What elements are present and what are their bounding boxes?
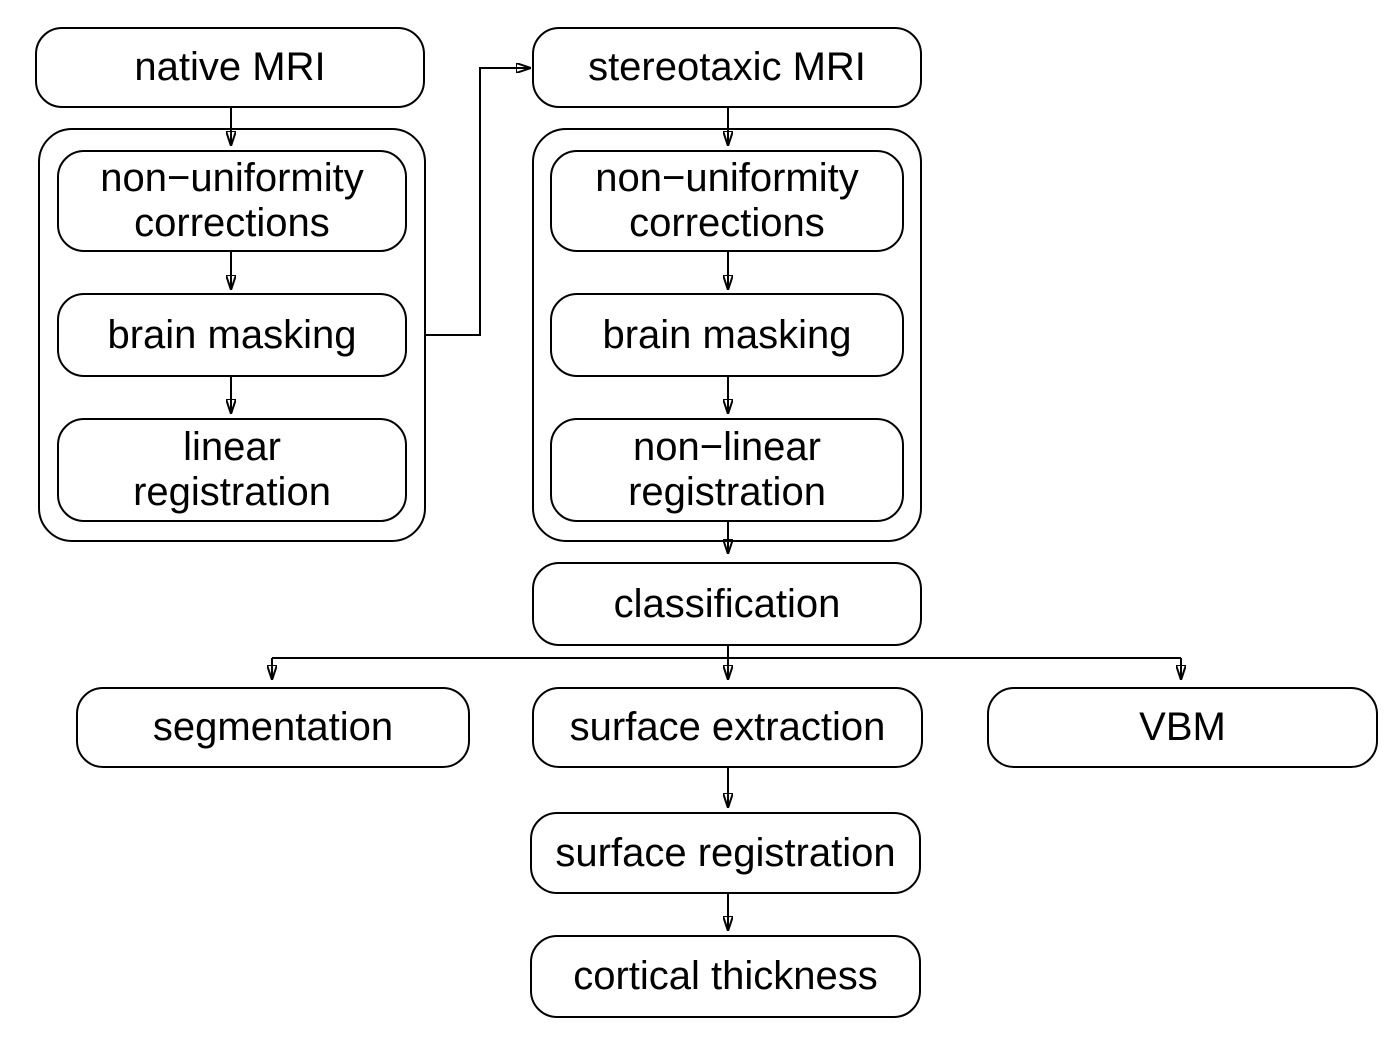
- node-brain-masking-native: brain masking: [57, 293, 407, 377]
- node-label: non−linear registration: [628, 425, 826, 514]
- node-cortical-thickness: cortical thickness: [530, 935, 921, 1018]
- node-vbm: VBM: [987, 687, 1378, 768]
- node-label: cortical thickness: [573, 954, 878, 999]
- node-label: classification: [613, 581, 841, 626]
- node-label: non−uniformity corrections: [595, 156, 859, 245]
- node-label: surface registration: [555, 830, 896, 875]
- node-label: surface extraction: [569, 705, 886, 750]
- node-label: brain masking: [602, 312, 852, 357]
- node-segmentation: segmentation: [76, 687, 470, 768]
- node-label: non−uniformity corrections: [100, 156, 364, 245]
- node-surface-extraction: surface extraction: [532, 687, 923, 768]
- node-native-mri: native MRI: [35, 27, 425, 108]
- node-label: segmentation: [152, 705, 394, 750]
- node-linear-registration: linear registration: [57, 418, 407, 522]
- node-label: stereotaxic MRI: [588, 45, 866, 90]
- node-brain-masking-stereotaxic: brain masking: [550, 293, 904, 377]
- node-nonlinear-registration: non−linear registration: [550, 418, 904, 522]
- node-classification: classification: [532, 562, 922, 646]
- node-nonuniformity-corrections-native: non−uniformity corrections: [57, 150, 407, 252]
- node-label: linear registration: [133, 425, 331, 514]
- native-pipeline-group: [38, 128, 426, 542]
- node-stereotaxic-mri: stereotaxic MRI: [532, 27, 922, 108]
- arrow-native-pipeline-to-stereotaxic-mri: [426, 68, 528, 336]
- node-label: brain masking: [107, 312, 357, 357]
- node-nonuniformity-corrections-stereotaxic: non−uniformity corrections: [550, 150, 904, 252]
- node-surface-registration: surface registration: [530, 812, 921, 894]
- node-label: VBM: [1139, 705, 1226, 750]
- node-label: native MRI: [134, 45, 326, 90]
